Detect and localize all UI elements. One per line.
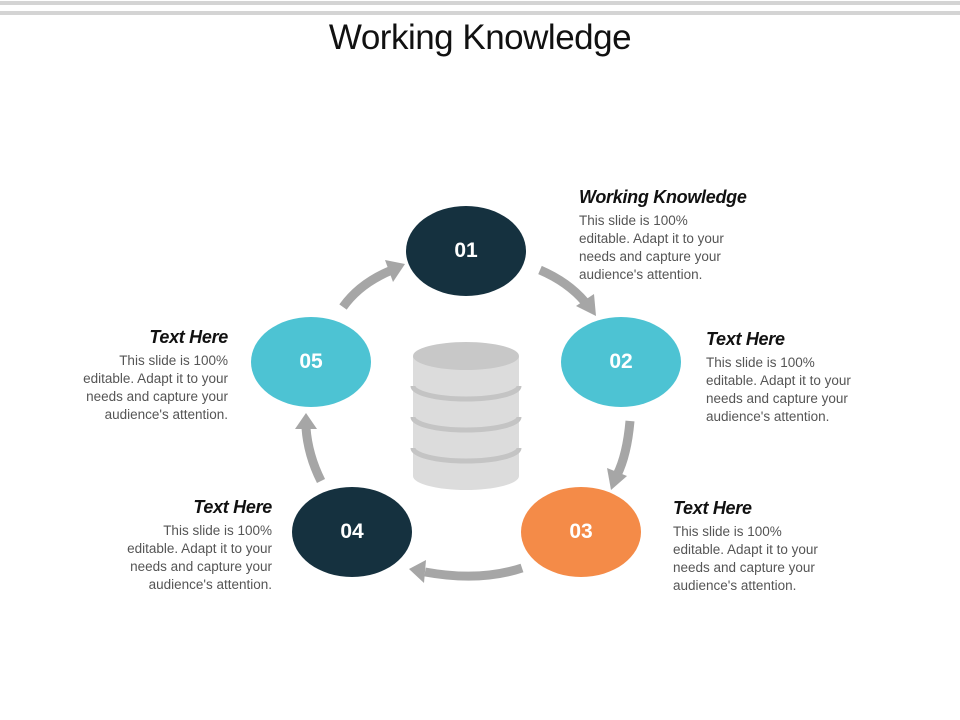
step-body: This slide is 100% editable. Adapt it to… [673, 523, 863, 595]
step-body: This slide is 100% editable. Adapt it to… [38, 352, 228, 424]
body-line: audience's attention. [673, 578, 797, 593]
body-line: needs and capture your [130, 559, 272, 574]
step-number: 03 [569, 520, 593, 543]
step-body: This slide is 100% editable. Adapt it to… [706, 354, 896, 426]
step-number: 01 [454, 239, 478, 262]
body-line: This slide is 100% [706, 355, 815, 370]
body-line: editable. Adapt it to your [579, 231, 724, 246]
step-body: This slide is 100% editable. Adapt it to… [579, 212, 769, 284]
step-heading: Text Here [149, 327, 228, 347]
step-02-node: 02 [561, 317, 681, 407]
step-03-text: Text Here This slide is 100% editable. A… [673, 498, 863, 595]
step-number: 04 [340, 520, 364, 543]
step-05-text: Text Here This slide is 100% editable. A… [38, 327, 228, 424]
body-line: needs and capture your [86, 389, 228, 404]
top-border-line [0, 1, 960, 5]
body-line: audience's attention. [148, 577, 272, 592]
arrow-02-to-03-icon [607, 420, 635, 490]
step-heading: Working Knowledge [579, 187, 747, 207]
step-heading: Text Here [706, 329, 785, 349]
step-heading: Text Here [673, 498, 752, 518]
step-body: This slide is 100% editable. Adapt it to… [82, 522, 272, 594]
step-number: 02 [609, 350, 633, 373]
arrow-03-to-04-icon [409, 560, 524, 583]
body-line: needs and capture your [706, 391, 848, 406]
body-line: editable. Adapt it to your [83, 371, 228, 386]
body-line: needs and capture your [673, 560, 815, 575]
body-line: This slide is 100% [119, 353, 228, 368]
step-04-node: 04 [292, 487, 412, 577]
database-icon [410, 342, 522, 490]
page-title: Working Knowledge [328, 18, 632, 57]
step-04-text: Text Here This slide is 100% editable. A… [82, 497, 272, 594]
arrow-05-to-01-icon [339, 260, 405, 310]
step-01-node: 01 [406, 206, 526, 296]
step-02-text: Text Here This slide is 100% editable. A… [706, 329, 896, 426]
body-line: audience's attention. [104, 407, 228, 422]
step-03-node: 03 [521, 487, 641, 577]
body-line: editable. Adapt it to your [673, 542, 818, 557]
step-05-node: 05 [251, 317, 371, 407]
body-line: editable. Adapt it to your [127, 541, 272, 556]
step-01-text: Working Knowledge This slide is 100% edi… [579, 187, 769, 284]
body-line: editable. Adapt it to your [706, 373, 851, 388]
body-line: This slide is 100% [579, 213, 688, 228]
step-number: 05 [299, 350, 323, 373]
body-line: This slide is 100% [163, 523, 272, 538]
body-line: audience's attention. [706, 409, 830, 424]
arrow-04-to-05-icon [295, 413, 326, 484]
body-line: This slide is 100% [673, 524, 782, 539]
arrow-01-to-02-icon [538, 265, 596, 316]
body-line: audience's attention. [579, 267, 703, 282]
step-heading: Text Here [193, 497, 272, 517]
body-line: needs and capture your [579, 249, 721, 264]
top-border-line [0, 11, 960, 15]
